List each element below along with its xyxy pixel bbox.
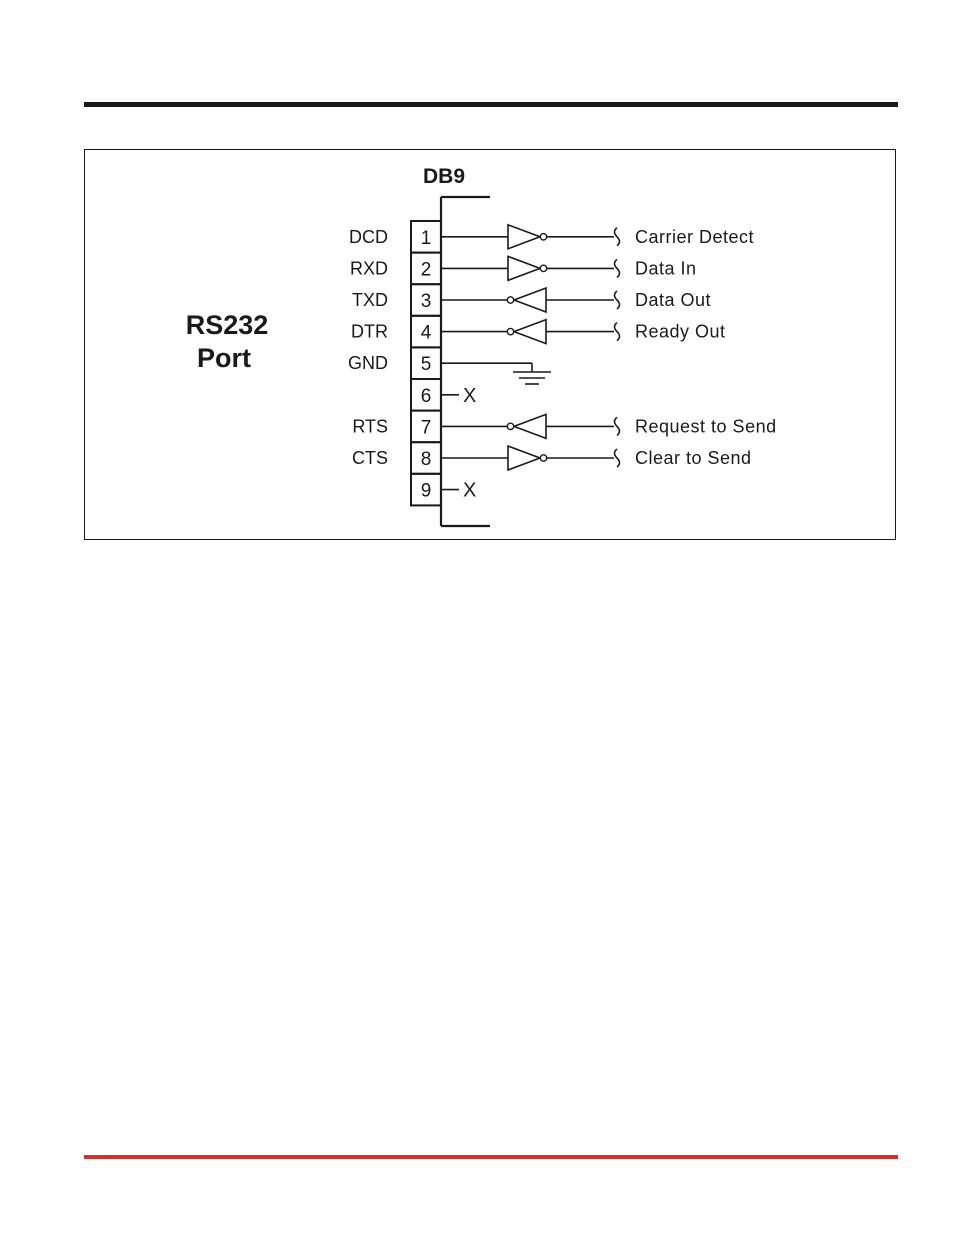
pin-number: 3 <box>421 291 432 312</box>
connector-title: DB9 <box>423 165 465 188</box>
pin-number: 4 <box>421 323 432 344</box>
buffer-gate <box>508 256 540 280</box>
buffer-gate <box>508 225 540 249</box>
no-connect-mark: X <box>463 385 476 407</box>
cable-break-icon <box>615 417 620 435</box>
pin-row-8: 8 CTS Clear to Send <box>352 442 752 474</box>
no-connect-mark: X <box>463 480 476 502</box>
signal-label: DCD <box>349 227 388 247</box>
signal-description: Ready Out <box>635 322 726 342</box>
signal-description: Data Out <box>635 290 711 310</box>
buffer-gate <box>508 446 540 470</box>
signal-description: Request to Send <box>635 416 777 436</box>
buffer-gate <box>514 414 546 438</box>
inversion-bubble <box>540 265 546 271</box>
signal-label: DTR <box>351 322 388 342</box>
inversion-bubble <box>507 423 513 429</box>
db9-connector-body <box>441 197 490 526</box>
cable-break-icon <box>615 259 620 277</box>
pin-number: 1 <box>421 228 432 249</box>
signal-label: RTS <box>352 416 388 436</box>
pin-row-3: 3 TXD Data Out <box>352 284 711 316</box>
pin-row-1: 1 DCD Carrier Detect <box>349 221 754 253</box>
pin-number: 2 <box>421 259 432 280</box>
signal-label: TXD <box>352 290 388 310</box>
signal-description: Carrier Detect <box>635 227 754 247</box>
inversion-bubble <box>507 297 513 303</box>
buffer-gate <box>514 288 546 312</box>
pin-number: 5 <box>421 354 432 375</box>
pin-number: 9 <box>421 481 432 502</box>
signal-description: Data In <box>635 258 697 278</box>
pin-row-4: 4 DTR Ready Out <box>351 316 726 348</box>
cable-break-icon <box>615 323 620 341</box>
bottom-rule <box>84 1155 898 1159</box>
inversion-bubble <box>540 234 546 240</box>
buffer-gate <box>514 320 546 344</box>
pin-row-2: 2 RXD Data In <box>350 253 697 285</box>
pin-row-7: 7 RTS Request to Send <box>352 411 776 443</box>
pin-rows: 1 DCD Carrier Detect 2 RXD Data In 3 TXD Data Ou… <box>348 221 777 505</box>
port-title-line2: Port <box>197 343 251 373</box>
cable-break-icon <box>615 228 620 246</box>
signal-label: CTS <box>352 448 388 468</box>
port-title-line1: RS232 <box>186 310 269 340</box>
inversion-bubble <box>540 455 546 461</box>
inversion-bubble <box>507 328 513 334</box>
cable-break-icon <box>615 449 620 467</box>
signal-label: RXD <box>350 258 388 278</box>
pin-row-5: 5 GND <box>348 347 551 384</box>
pin-number: 7 <box>421 417 432 438</box>
signal-label: GND <box>348 353 388 373</box>
pin-number: 8 <box>421 449 432 470</box>
signal-description: Clear to Send <box>635 448 752 468</box>
pin-number: 6 <box>421 386 432 407</box>
cable-break-icon <box>615 291 620 309</box>
